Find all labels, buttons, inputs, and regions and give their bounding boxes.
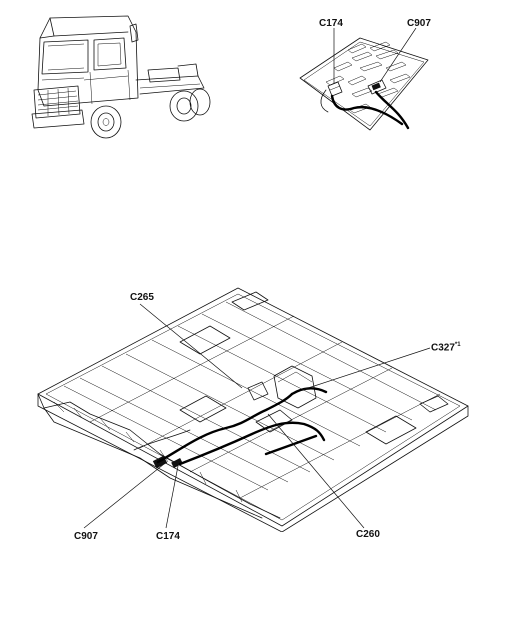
floor-illustration: [30, 282, 475, 532]
connector-detail: [290, 28, 440, 138]
label-c327: C327*1: [431, 342, 461, 353]
label-c327-note: *1: [454, 342, 461, 348]
label-c907-floor: C907: [74, 531, 98, 542]
label-c260: C260: [356, 529, 380, 540]
connector-plate-icon: [299, 28, 429, 131]
label-c174-detail: C174: [319, 18, 343, 29]
truck-icon: [31, 15, 211, 139]
label-c265: C265: [130, 292, 154, 303]
label-c907-detail: C907: [407, 18, 431, 29]
label-c174-floor: C174: [156, 531, 180, 542]
truck-illustration: [28, 10, 214, 145]
label-c327-code: C327: [431, 342, 455, 354]
cab-floor-icon: [37, 287, 469, 532]
